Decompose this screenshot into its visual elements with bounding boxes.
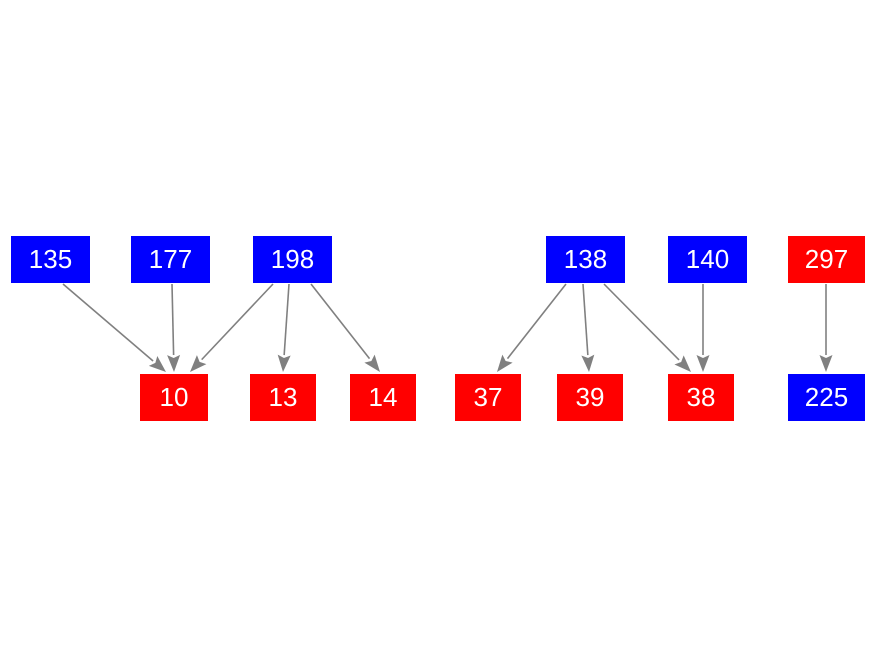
graph-node-label: 177 — [148, 243, 193, 274]
edge-arrowhead-icon — [167, 354, 181, 372]
graph-node-138[interactable]: 138 — [546, 236, 625, 283]
graph-edge-n140-to-n38 — [696, 284, 710, 372]
graph-node-140[interactable]: 140 — [668, 236, 747, 283]
graph-node-label: 10 — [159, 381, 189, 412]
graph-node-label: 135 — [28, 243, 73, 274]
graph-edge-n135-to-n10 — [62, 283, 166, 372]
edge-arrowhead-icon — [364, 354, 380, 372]
graph-node-label: 140 — [685, 243, 730, 274]
graph-edge-n198-to-n13 — [277, 283, 291, 372]
graph-node-14[interactable]: 14 — [350, 374, 416, 421]
edge-line — [506, 283, 567, 360]
graph-node-297[interactable]: 297 — [788, 236, 865, 283]
graph-edge-n198-to-n10 — [190, 283, 274, 372]
graph-node-label: 13 — [268, 381, 298, 412]
graph-edge-n138-to-n39 — [581, 283, 595, 372]
graph-edge-n297-to-n225 — [819, 284, 833, 372]
graph-node-label: 37 — [473, 381, 503, 412]
edge-arrowhead-icon — [148, 356, 166, 372]
graph-edge-n198-to-n14 — [310, 283, 380, 372]
graph-node-label: 38 — [686, 381, 716, 412]
graph-edge-n138-to-n37 — [497, 283, 567, 372]
graph-node-37[interactable]: 37 — [455, 374, 521, 421]
graph-edge-n138-to-n38 — [603, 283, 691, 372]
graph-node-13[interactable]: 13 — [250, 374, 316, 421]
edge-line — [201, 283, 274, 361]
graph-node-39[interactable]: 39 — [557, 374, 623, 421]
graph-edge-n177-to-n10 — [167, 283, 181, 372]
graph-node-label: 198 — [270, 243, 315, 274]
edge-arrowhead-icon — [497, 354, 513, 372]
edge-arrowhead-icon — [277, 354, 291, 372]
edge-arrowhead-icon — [190, 355, 207, 372]
edge-arrowhead-icon — [581, 354, 595, 372]
graph-node-label: 225 — [804, 381, 849, 412]
graph-node-10[interactable]: 10 — [140, 374, 208, 421]
edge-line — [310, 283, 371, 360]
graph-node-38[interactable]: 38 — [668, 374, 734, 421]
edge-arrowhead-icon — [674, 355, 691, 372]
graph-node-198[interactable]: 198 — [253, 236, 332, 283]
edge-arrowhead-icon — [696, 355, 710, 372]
edge-line — [582, 283, 589, 356]
graph-node-label: 297 — [804, 243, 849, 274]
graph-node-135[interactable]: 135 — [11, 236, 90, 283]
graph-node-label: 14 — [368, 381, 398, 412]
edge-line — [603, 283, 680, 361]
edge-line — [283, 283, 290, 356]
graph-node-225[interactable]: 225 — [788, 374, 865, 421]
graph-node-label: 138 — [563, 243, 608, 274]
edge-line — [62, 283, 154, 362]
edge-line — [171, 283, 175, 356]
graph-node-177[interactable]: 177 — [131, 236, 210, 283]
graph-node-label: 39 — [575, 381, 605, 412]
edge-arrowhead-icon — [819, 355, 833, 372]
